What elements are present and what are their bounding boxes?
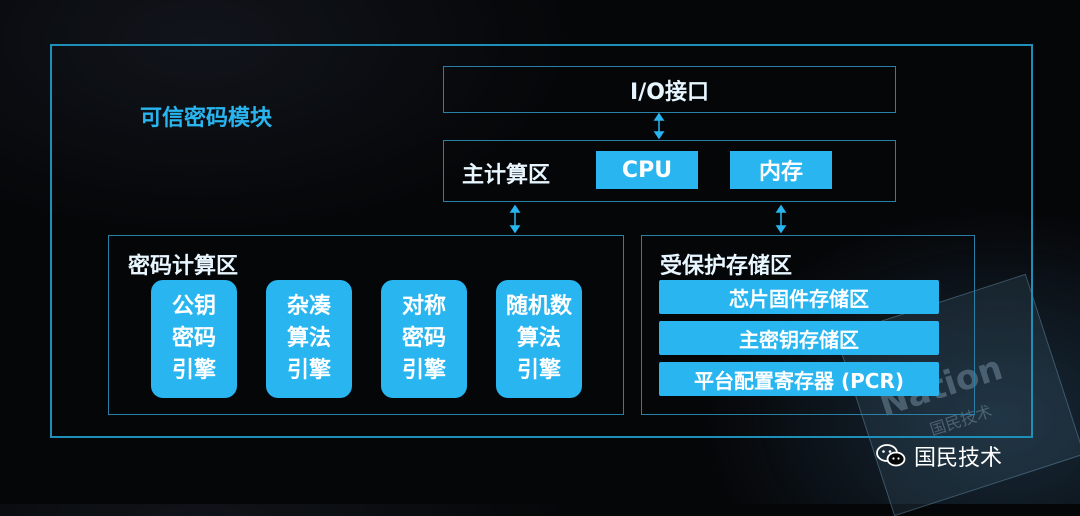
wechat-badge: 国民技术	[876, 440, 1002, 472]
trusted-module-frame	[50, 44, 1033, 438]
io-interface-box: I/O接口	[443, 66, 896, 113]
engine-line: 密码	[401, 326, 446, 351]
public-key-engine: 公钥 密码 引擎	[151, 280, 237, 398]
engine-line: 密码	[171, 326, 216, 351]
wechat-name: 国民技术	[914, 446, 1003, 471]
arrowhead	[775, 225, 787, 234]
engine-line: 算法	[286, 326, 331, 351]
arrowhead	[775, 204, 787, 213]
engine-line: 随机数	[505, 294, 572, 319]
random-number-engine: 随机数 算法 引擎	[496, 280, 582, 398]
crypto-zone-box	[108, 235, 624, 415]
arrowhead	[653, 112, 665, 121]
arrowhead	[653, 131, 665, 140]
engine-line: 引擎	[401, 358, 446, 383]
hash-engine: 杂凑 算法 引擎	[266, 280, 352, 398]
pcr-storage: 平台配置寄存器 (PCR)	[659, 362, 939, 396]
engine-line: 引擎	[171, 358, 216, 383]
cpu-block: CPU	[596, 151, 698, 189]
firmware-storage: 芯片固件存储区	[659, 280, 939, 314]
connector-arrows	[509, 112, 787, 234]
wechat-icon	[876, 444, 906, 467]
symmetric-engine: 对称 密码 引擎	[381, 280, 467, 398]
storage-zone-label: 受保护存储区	[660, 254, 793, 279]
engine-line: 引擎	[286, 358, 331, 383]
main-compute-label: 主计算区	[462, 163, 551, 188]
engine-line: 对称	[401, 294, 446, 319]
engine-line: 算法	[516, 326, 561, 351]
storage-zone-box	[641, 235, 975, 415]
master-key-storage: 主密钥存储区	[659, 321, 939, 355]
arrowhead	[509, 204, 521, 213]
engine-line: 公钥	[171, 294, 216, 319]
engine-line: 杂凑	[286, 294, 331, 319]
io-interface-label: I/O接口	[630, 79, 709, 105]
memory-block: 内存	[730, 151, 832, 189]
module-title: 可信密码模块	[140, 106, 273, 131]
crypto-zone-label: 密码计算区	[128, 254, 239, 279]
arrowhead	[509, 225, 521, 234]
engine-line: 引擎	[516, 358, 561, 383]
main-compute-box	[443, 140, 896, 202]
